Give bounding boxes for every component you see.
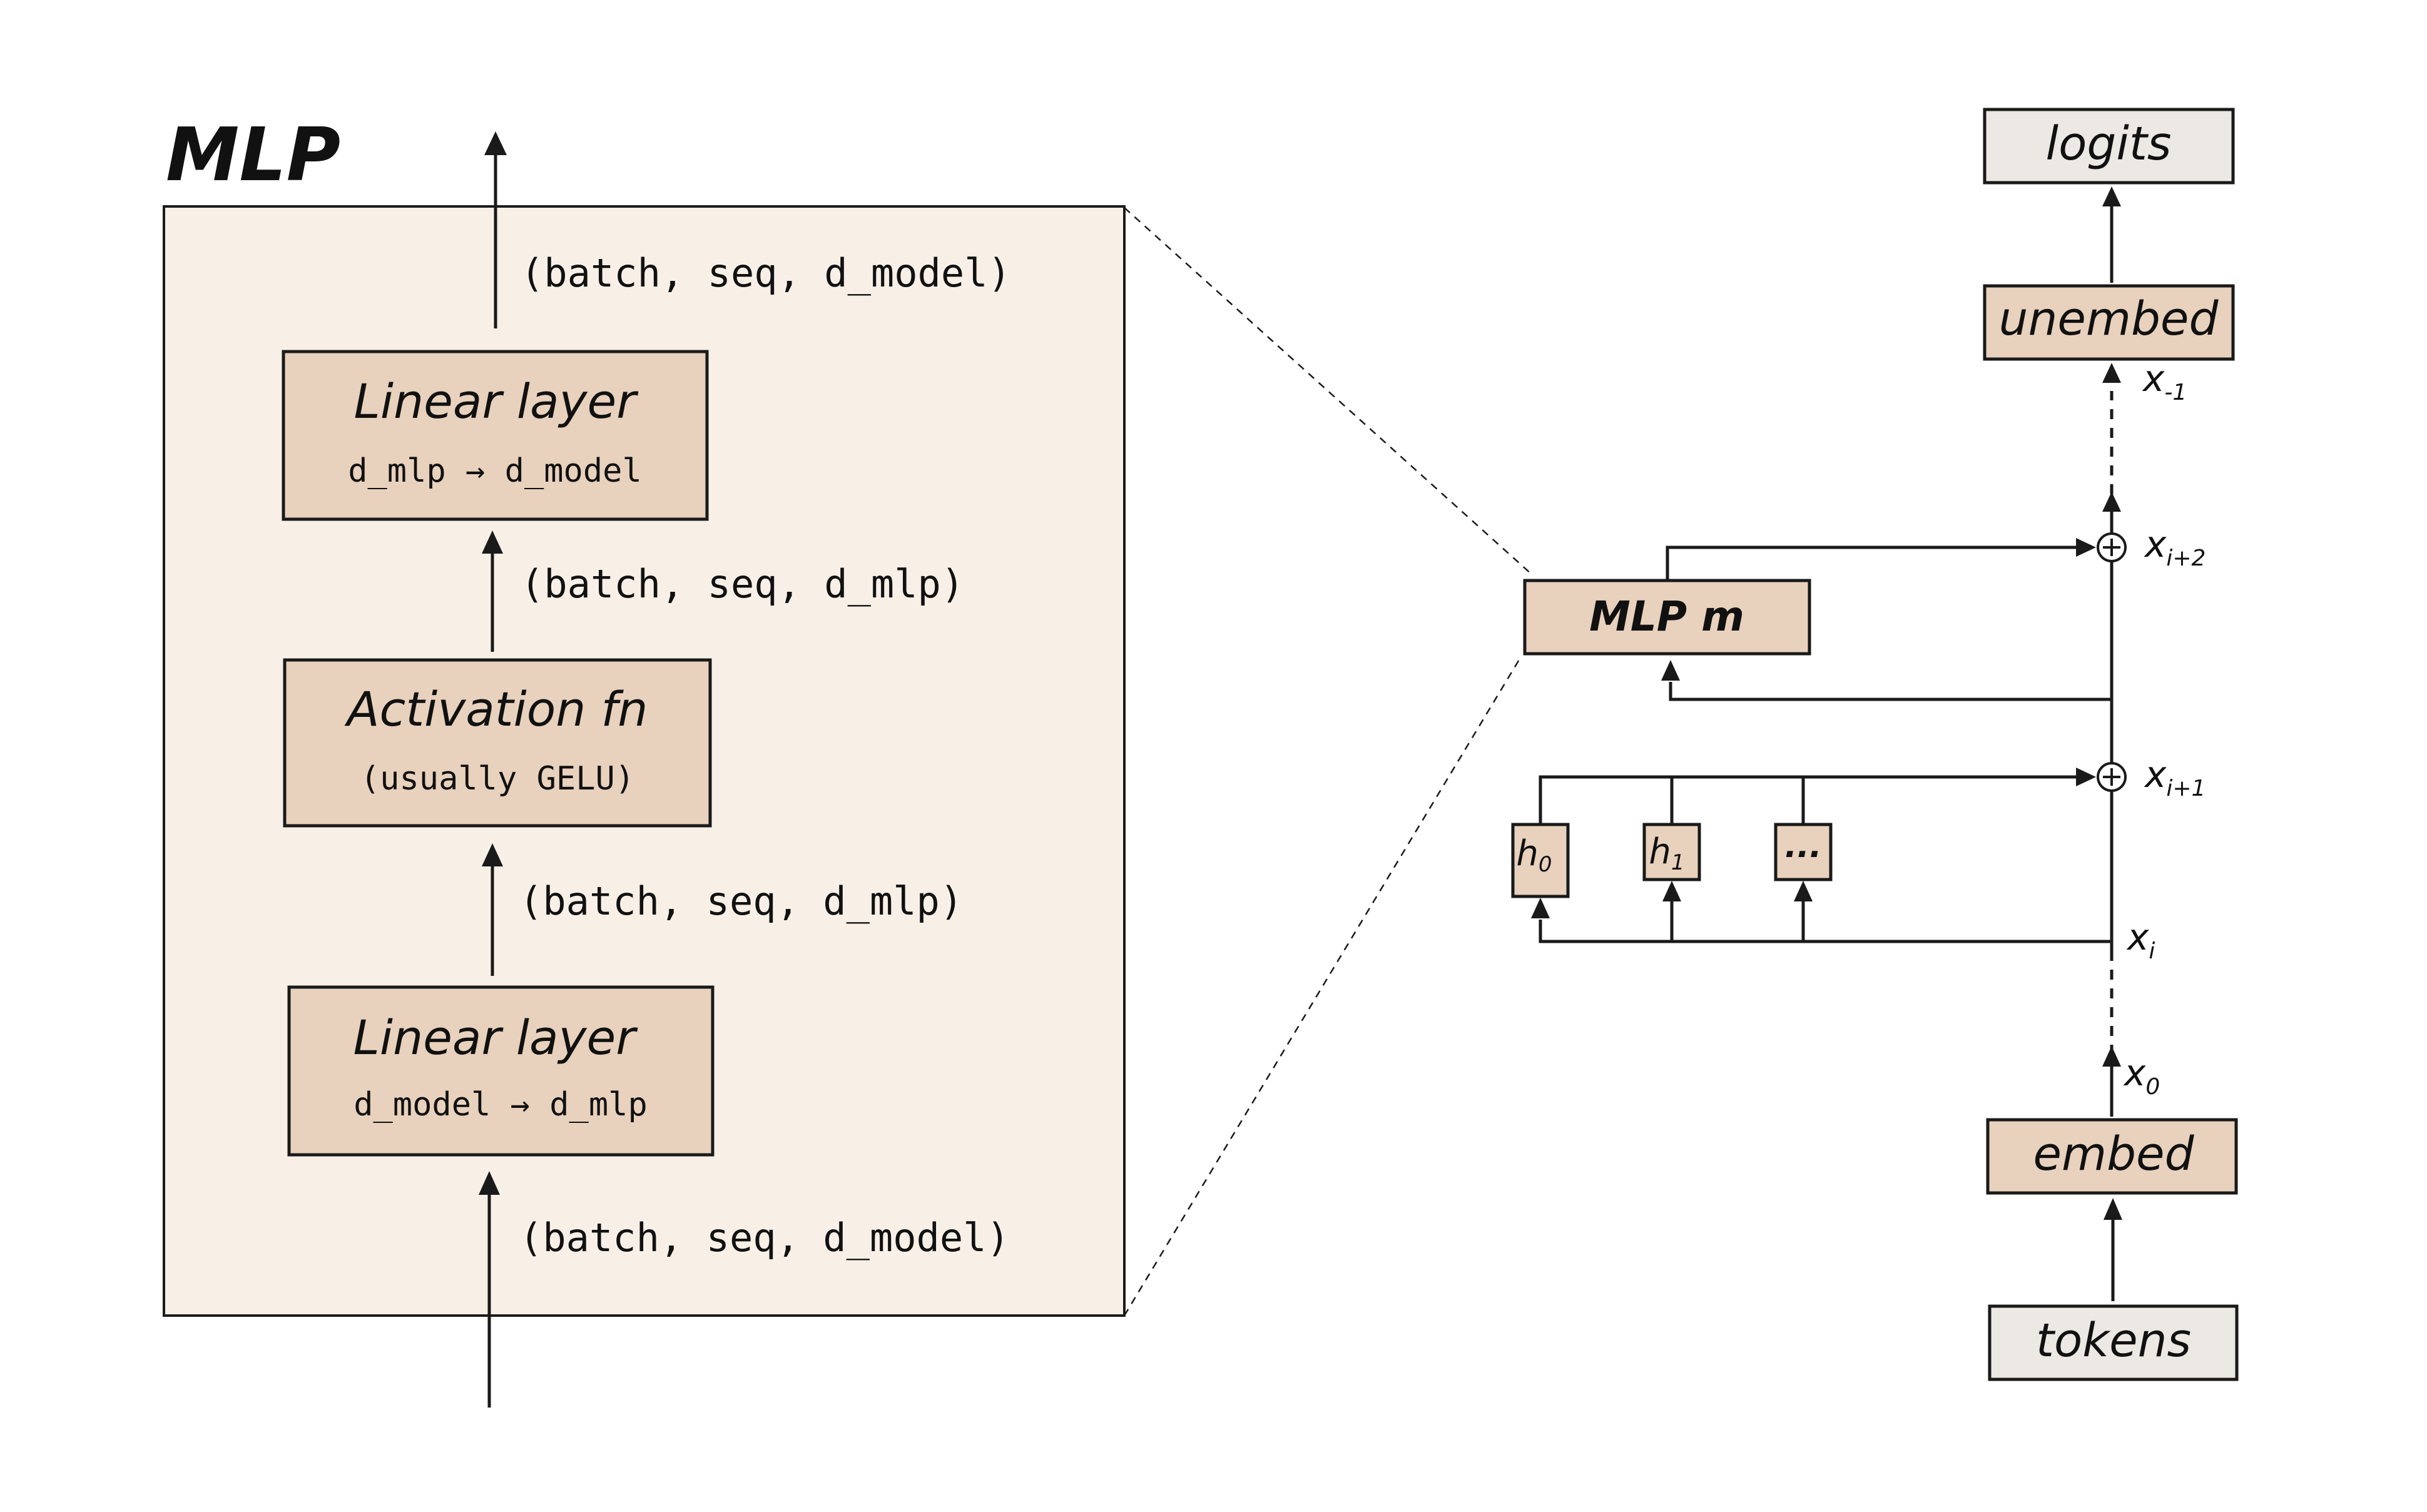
logits-label: logits [2046,117,2172,171]
heads-output-head [2076,768,2096,786]
head-1-box [1642,823,1701,881]
head-0-input-head [1531,898,1550,918]
embed-box [1986,1118,2238,1195]
zoom-line-top [1124,207,1532,575]
heads-output-bus [1539,775,2076,824]
arrow-activation-to-linear-out-head [482,530,503,554]
activation-fn-box [283,658,712,828]
x-0-base: x [2123,1052,2146,1094]
activation-fn-title: Activation fn [344,681,648,737]
x-i1-sub: i+1 [2166,776,2206,801]
mlp-m-output-line [1666,545,2076,581]
x-i-label: xi [2126,916,2155,964]
x-i2-base: x [2144,523,2167,566]
mlp-m-input-line [1669,682,2112,701]
mlp-output-arrowhead [484,131,507,155]
head-1-base: h [1649,831,1671,872]
linear-layer-in-dims: d_model → d_mlp [354,1086,648,1124]
head-ellipsis-label: ... [1784,828,1821,865]
head-1-sub: 1 [1671,850,1685,875]
x-i-sub: i [2149,938,2155,964]
x-i1-label: xi+1 [2144,753,2206,801]
logits-box [1983,108,2235,185]
head-ellipsis-box [1774,823,1833,881]
mlp-m-input-head [1661,660,1680,681]
shape-label-mid-lower: (batch, seq, d_mlp) [519,878,963,924]
mlp-panel-title: MLP [166,111,340,198]
mlp-m-box [1523,579,1811,656]
head-0-sub: 0 [1539,852,1552,877]
linear-layer-in-box [287,985,715,1157]
shape-label-input: (batch, seq, d_model) [519,1215,1010,1261]
x-i2-label: xi+2 [2144,523,2206,571]
x-i1-base: x [2144,753,2167,796]
zoom-line-bottom [1123,655,1523,1316]
arrow-unembed-to-logits-head [2102,186,2121,206]
heads-input-bus [1539,920,2112,943]
shape-label-mid-upper: (batch, seq, d_mlp) [521,561,964,607]
head-0-label: h0 [1516,833,1552,877]
arrow-above-sum-upper-head [2102,492,2121,512]
head-0-base: h [1516,833,1539,874]
tokens-box [1988,1304,2239,1381]
head-1-input-head [1662,881,1681,901]
linear-layer-out-title: Linear layer [354,373,639,429]
x-last-base: x [2142,357,2165,400]
mlp-input-arrowhead [479,1171,500,1195]
arrow-embed-to-stream-head [2102,1046,2121,1067]
head-2-input-head [1794,881,1813,901]
arrow-tokens-to-embed-head [2104,1198,2122,1220]
x-last-label: x-1 [2142,357,2187,405]
mlp-m-output-head [2076,538,2096,557]
arrow-into-unembed-head [2102,363,2121,383]
head-1-label: h1 [1649,831,1684,875]
embed-label: embed [2033,1127,2194,1181]
activation-fn-note: (usually GELU) [360,760,634,798]
x-0-sub: 0 [2145,1074,2160,1100]
unembed-box [1983,284,2235,361]
shape-label-output: (batch, seq, d_model) [521,250,1011,296]
x-i2-sub: i+2 [2166,545,2206,571]
unembed-label: unembed [1999,292,2219,346]
head-0-box [1511,823,1570,898]
x-0-label: x0 [2123,1052,2160,1100]
linear-layer-out-box [282,350,709,521]
x-i-base: x [2126,916,2149,958]
x-last-sub: -1 [2164,380,2187,405]
tokens-label: tokens [2036,1314,2191,1367]
mlp-m-label: MLP m [1589,592,1744,641]
linear-layer-in-title: Linear layer [353,1010,638,1065]
linear-layer-out-dims: d_mlp → d_model [348,452,642,490]
arrow-linear-in-to-activation-head [482,843,503,866]
